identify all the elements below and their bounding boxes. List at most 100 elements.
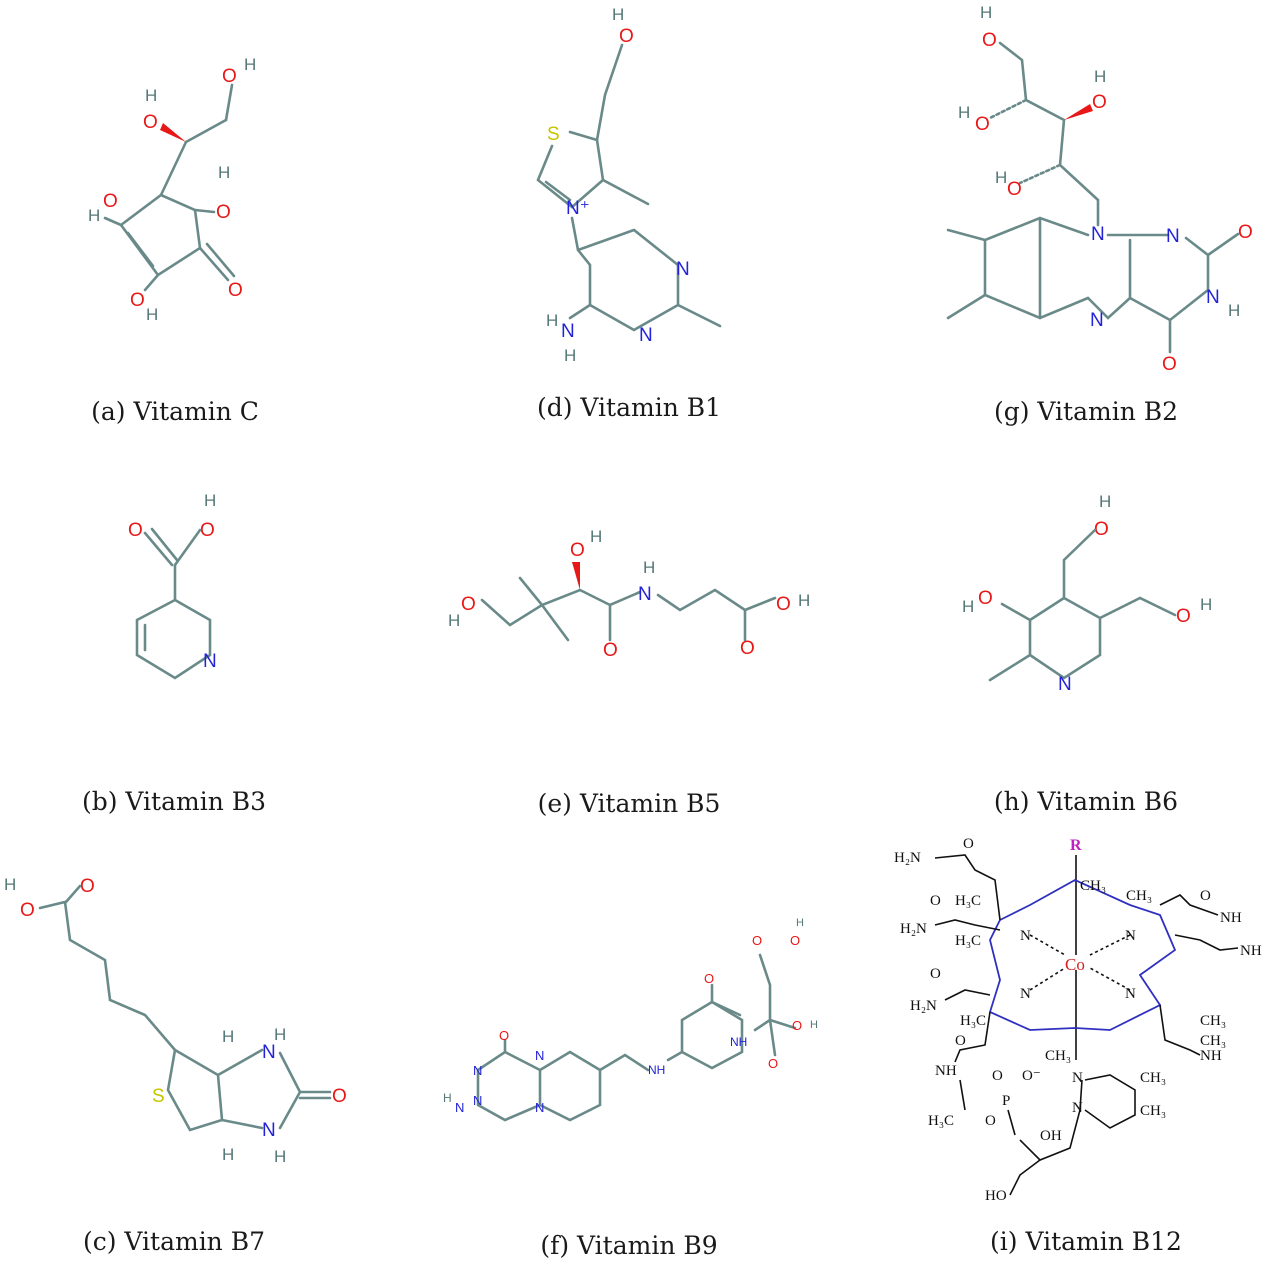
atom-n: N [561, 321, 575, 342]
caption-vitamin-b9: (f) Vitamin B9 [540, 1231, 717, 1260]
atom-n: N [1090, 310, 1104, 331]
atom-h: H [448, 611, 460, 630]
label-nh2: NH [1200, 1048, 1222, 1064]
atom-o: O [332, 1086, 347, 1107]
atom-co: Co [1065, 955, 1085, 974]
atom-h: H [204, 491, 216, 510]
label-h3c: H₃C [955, 933, 981, 949]
structure-vitamin-b9: O N N N N H N NH O NH O O H O O H [443, 917, 818, 1122]
atom-o: O [776, 594, 791, 615]
atom-o: O [790, 933, 800, 948]
atom-n: N [639, 325, 653, 346]
label-h2n: H₂N [900, 921, 927, 937]
atom-h: H [612, 5, 624, 24]
atom-h: H [4, 875, 16, 894]
atom-h: H [244, 55, 256, 74]
atom-o: O [1007, 179, 1022, 200]
caption-vitamin-b2: (g) Vitamin B2 [994, 397, 1178, 426]
structure-vitamin-b7: H O O S N H N H O H H [4, 875, 347, 1166]
atom-n: N [535, 1100, 544, 1115]
atom-h: H [796, 917, 804, 929]
atom-n: N [1072, 1100, 1083, 1116]
label-nh2: NH [1240, 943, 1262, 959]
atom-h: H [1099, 492, 1111, 511]
atom-o: O [603, 640, 618, 661]
atom-n: N [455, 1100, 464, 1115]
atom-r: R [1070, 837, 1082, 854]
structure-vitamin-b5: H O O H O N H O O H [448, 527, 810, 661]
atom-h: H [564, 346, 576, 365]
structure-vitamin-b1: H O S N⁺ N N H N H [536, 5, 722, 365]
structure-vitamin-b3: H O O N [128, 491, 217, 680]
atom-n: N [1206, 287, 1220, 308]
atom-o: O [619, 26, 634, 47]
label-ch3: CH₃ [1200, 1033, 1226, 1049]
caption-vitamin-b3: (b) Vitamin B3 [82, 787, 266, 816]
atom-n: N [638, 584, 652, 605]
atom-n: N [1125, 928, 1136, 944]
structure-vitamin-b2: H O H O O H H O N N N O N H O [946, 3, 1253, 375]
atom-n: NH [648, 1063, 665, 1077]
atom-o: O [930, 966, 941, 982]
atom-n: N [262, 1120, 276, 1141]
atom-o: O [1238, 222, 1253, 243]
atom-h: H [274, 1025, 286, 1044]
atom-o: O [992, 1068, 1003, 1084]
atom-h: H [1094, 67, 1106, 86]
atom-n: N [535, 1048, 544, 1063]
label-h2n: H₂N [894, 850, 921, 866]
atom-h: H [443, 1091, 452, 1105]
label-nh: NH [935, 1063, 957, 1079]
atom-o: O [1092, 92, 1107, 113]
atom-o: O [792, 1018, 802, 1033]
atom-h: H [590, 527, 602, 546]
atom-p: P [1002, 1093, 1010, 1109]
atom-n: N [1072, 1070, 1083, 1086]
atom-o: O [499, 1028, 509, 1043]
atom-h: H [145, 86, 157, 105]
structure-vitamin-b6: H O O H H O N [962, 492, 1212, 695]
label-h3c: H₃C [955, 893, 981, 909]
atom-o: O [228, 280, 243, 301]
atom-o: O [740, 638, 755, 659]
structure-vitamin-c: O O O H H O H O H O H [88, 55, 256, 324]
atom-n: N [473, 1093, 482, 1108]
atom-n: N [1020, 928, 1031, 944]
atom-o-minus: O⁻ [1022, 1068, 1041, 1084]
label-h2n: H₂N [910, 998, 937, 1014]
label-ch3: CH₃ [1080, 878, 1106, 894]
atom-o: O [222, 66, 237, 87]
atom-s: S [152, 1086, 165, 1107]
atom-o: O [130, 290, 145, 311]
atom-h: H [995, 168, 1007, 187]
atom-h: H [798, 591, 810, 610]
atom-o: O [1200, 888, 1211, 904]
atom-h: H [546, 311, 558, 330]
atom-o: O [143, 112, 158, 133]
atom-n: N [1058, 674, 1072, 695]
atom-h: H [146, 305, 158, 324]
caption-vitamin-c: (a) Vitamin C [91, 397, 259, 426]
atom-o: O [1176, 606, 1191, 627]
atom-o: O [963, 836, 974, 852]
atom-n: N [1166, 226, 1180, 247]
atom-o: O [128, 520, 143, 541]
atom-n: N [1125, 986, 1136, 1002]
atom-h: H [962, 597, 974, 616]
caption-vitamin-b7: (c) Vitamin B7 [83, 1227, 265, 1256]
atom-n: N [1091, 224, 1105, 245]
atom-h: H [643, 558, 655, 577]
atom-h: H [222, 1027, 234, 1046]
structure-vitamin-b12: R Co N N N N H₂N O CH₃ CH₃ NH O NH O H₂N… [894, 836, 1262, 1204]
atom-n: N [473, 1063, 482, 1078]
atom-h: H [1228, 301, 1240, 320]
atom-o: O [103, 191, 118, 212]
atom-o: O [930, 893, 941, 909]
atom-o: O [200, 520, 215, 541]
atom-h: H [88, 206, 100, 225]
atom-h: H [218, 163, 230, 182]
label-ch3: CH₃ [1140, 1070, 1166, 1086]
atom-o: O [985, 1113, 996, 1129]
label-ch3: CH₃ [1045, 1048, 1071, 1064]
